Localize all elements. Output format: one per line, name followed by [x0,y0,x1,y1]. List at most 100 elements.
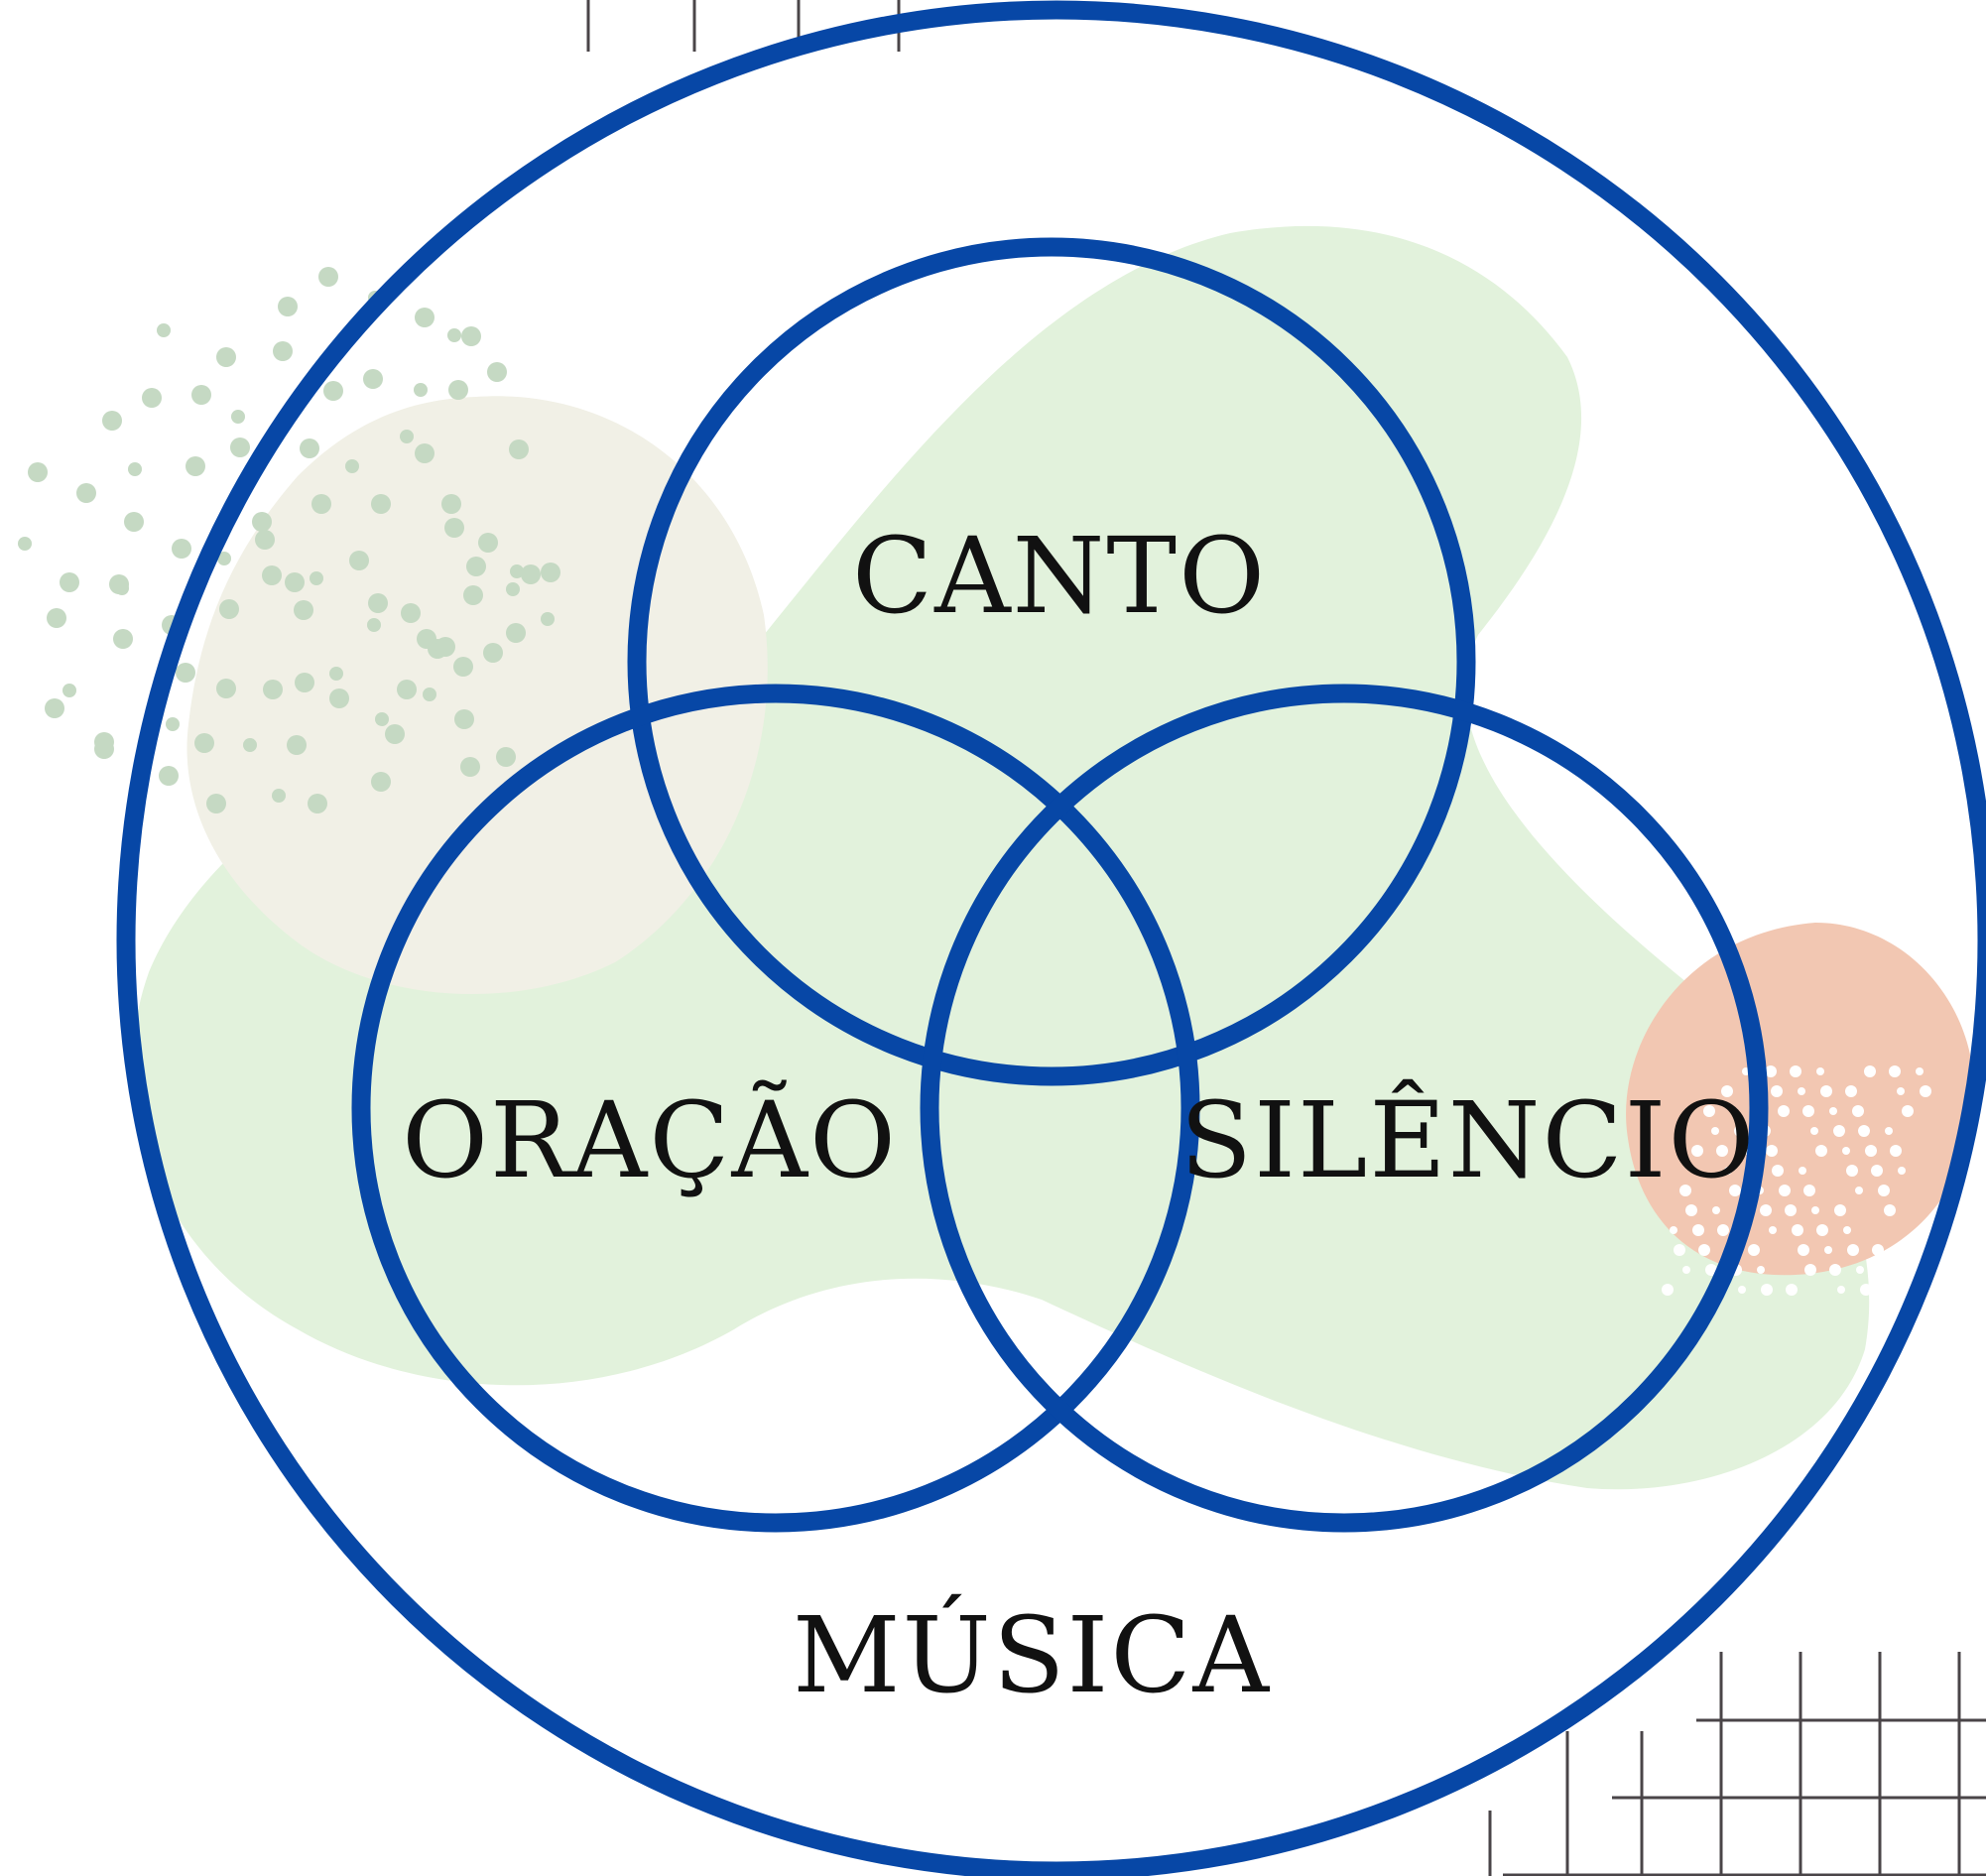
green-dot [142,388,162,408]
green-dot [273,341,293,361]
white-dot [1803,1185,1815,1196]
white-dot [1716,1145,1728,1157]
white-dot [1833,1125,1845,1137]
white-dot [1760,1204,1772,1216]
white-dot [1885,1127,1893,1135]
green-dot [385,724,405,744]
white-dot [1858,1125,1870,1137]
white-dot [1703,1105,1715,1117]
white-dot [1734,1125,1746,1137]
white-dot [1790,1065,1801,1077]
green-dot [466,557,486,576]
white-dot [1846,1165,1858,1177]
green-dot [415,443,434,463]
green-dot [454,709,474,729]
white-dot [1691,1145,1703,1157]
green-dot [397,680,417,699]
green-dot [231,410,245,424]
white-dot [1837,1286,1845,1294]
green-dot [128,462,142,476]
white-dot [1855,1187,1863,1194]
white-dot [1705,1264,1717,1276]
white-dot [1724,1167,1732,1175]
green-dot [285,572,305,592]
green-dot [541,612,555,626]
green-dot [159,766,179,786]
green-dot [414,383,428,397]
green-dot [255,530,275,550]
circle-silencio [920,684,1769,1533]
green-dot [423,688,436,701]
green-dot [415,308,434,327]
green-dot [278,297,298,316]
white-dot [1779,1185,1791,1196]
white-dot [1889,1065,1901,1077]
green-dot [62,684,76,697]
green-dot [94,739,114,759]
green-dot [308,794,327,813]
green-dot [509,439,529,459]
green-dot [374,496,388,510]
white-dot [1820,1085,1832,1097]
green-dot [375,712,389,726]
white-dot [1738,1286,1746,1294]
green-dot [400,430,414,443]
white-dot [1799,1167,1806,1175]
green-dot [311,494,331,514]
green-dot [252,512,272,532]
green-dot [329,688,349,708]
green-dot [329,667,343,681]
green-dot [487,362,507,382]
green-dot [506,582,520,596]
green-dot [345,459,359,473]
white-dot [1824,1246,1832,1254]
white-dot [1804,1264,1816,1276]
white-dot [1865,1145,1877,1157]
white-dot [1845,1085,1857,1097]
white-dot [1897,1087,1905,1095]
white-dot [1711,1127,1719,1135]
white-dot [1792,1224,1803,1236]
green-dot [216,347,236,367]
green-dot [263,680,283,699]
white-dot [1920,1085,1931,1097]
white-dot [1798,1087,1805,1095]
white-dot [1772,1165,1784,1177]
white-dot [1816,1224,1828,1236]
white-dot [1872,1244,1884,1256]
white-dot [1811,1206,1819,1214]
circle-canto [627,237,1476,1086]
green-dot [157,323,171,337]
outer-circle-musica [116,0,1986,1876]
green-dot [460,757,480,777]
green-dot [368,593,388,613]
green-dot [401,603,421,623]
white-dot [1698,1244,1710,1256]
green-dot [310,571,323,585]
white-dot [1847,1244,1859,1256]
white-dot [1766,1145,1778,1157]
white-dot [1692,1224,1704,1236]
white-dot [1721,1085,1733,1097]
green-dot [541,563,560,582]
green-dot [219,599,239,619]
green-dot [243,738,257,752]
green-dot [448,380,468,400]
green-dot [506,623,526,643]
white-dot [1884,1204,1896,1216]
green-dot [318,267,338,287]
green-dot [510,564,524,578]
green-dot [113,629,133,649]
green-dot [45,698,64,718]
green-dot [272,789,286,803]
green-dot [447,328,461,342]
white-dot [1864,1065,1876,1077]
white-dot [1685,1204,1697,1216]
green-dot [461,326,481,346]
white-dot [1761,1284,1773,1296]
white-dot [1679,1185,1691,1196]
white-dot [1798,1244,1809,1256]
green-dot [521,564,541,584]
white-dot [1816,1067,1824,1075]
